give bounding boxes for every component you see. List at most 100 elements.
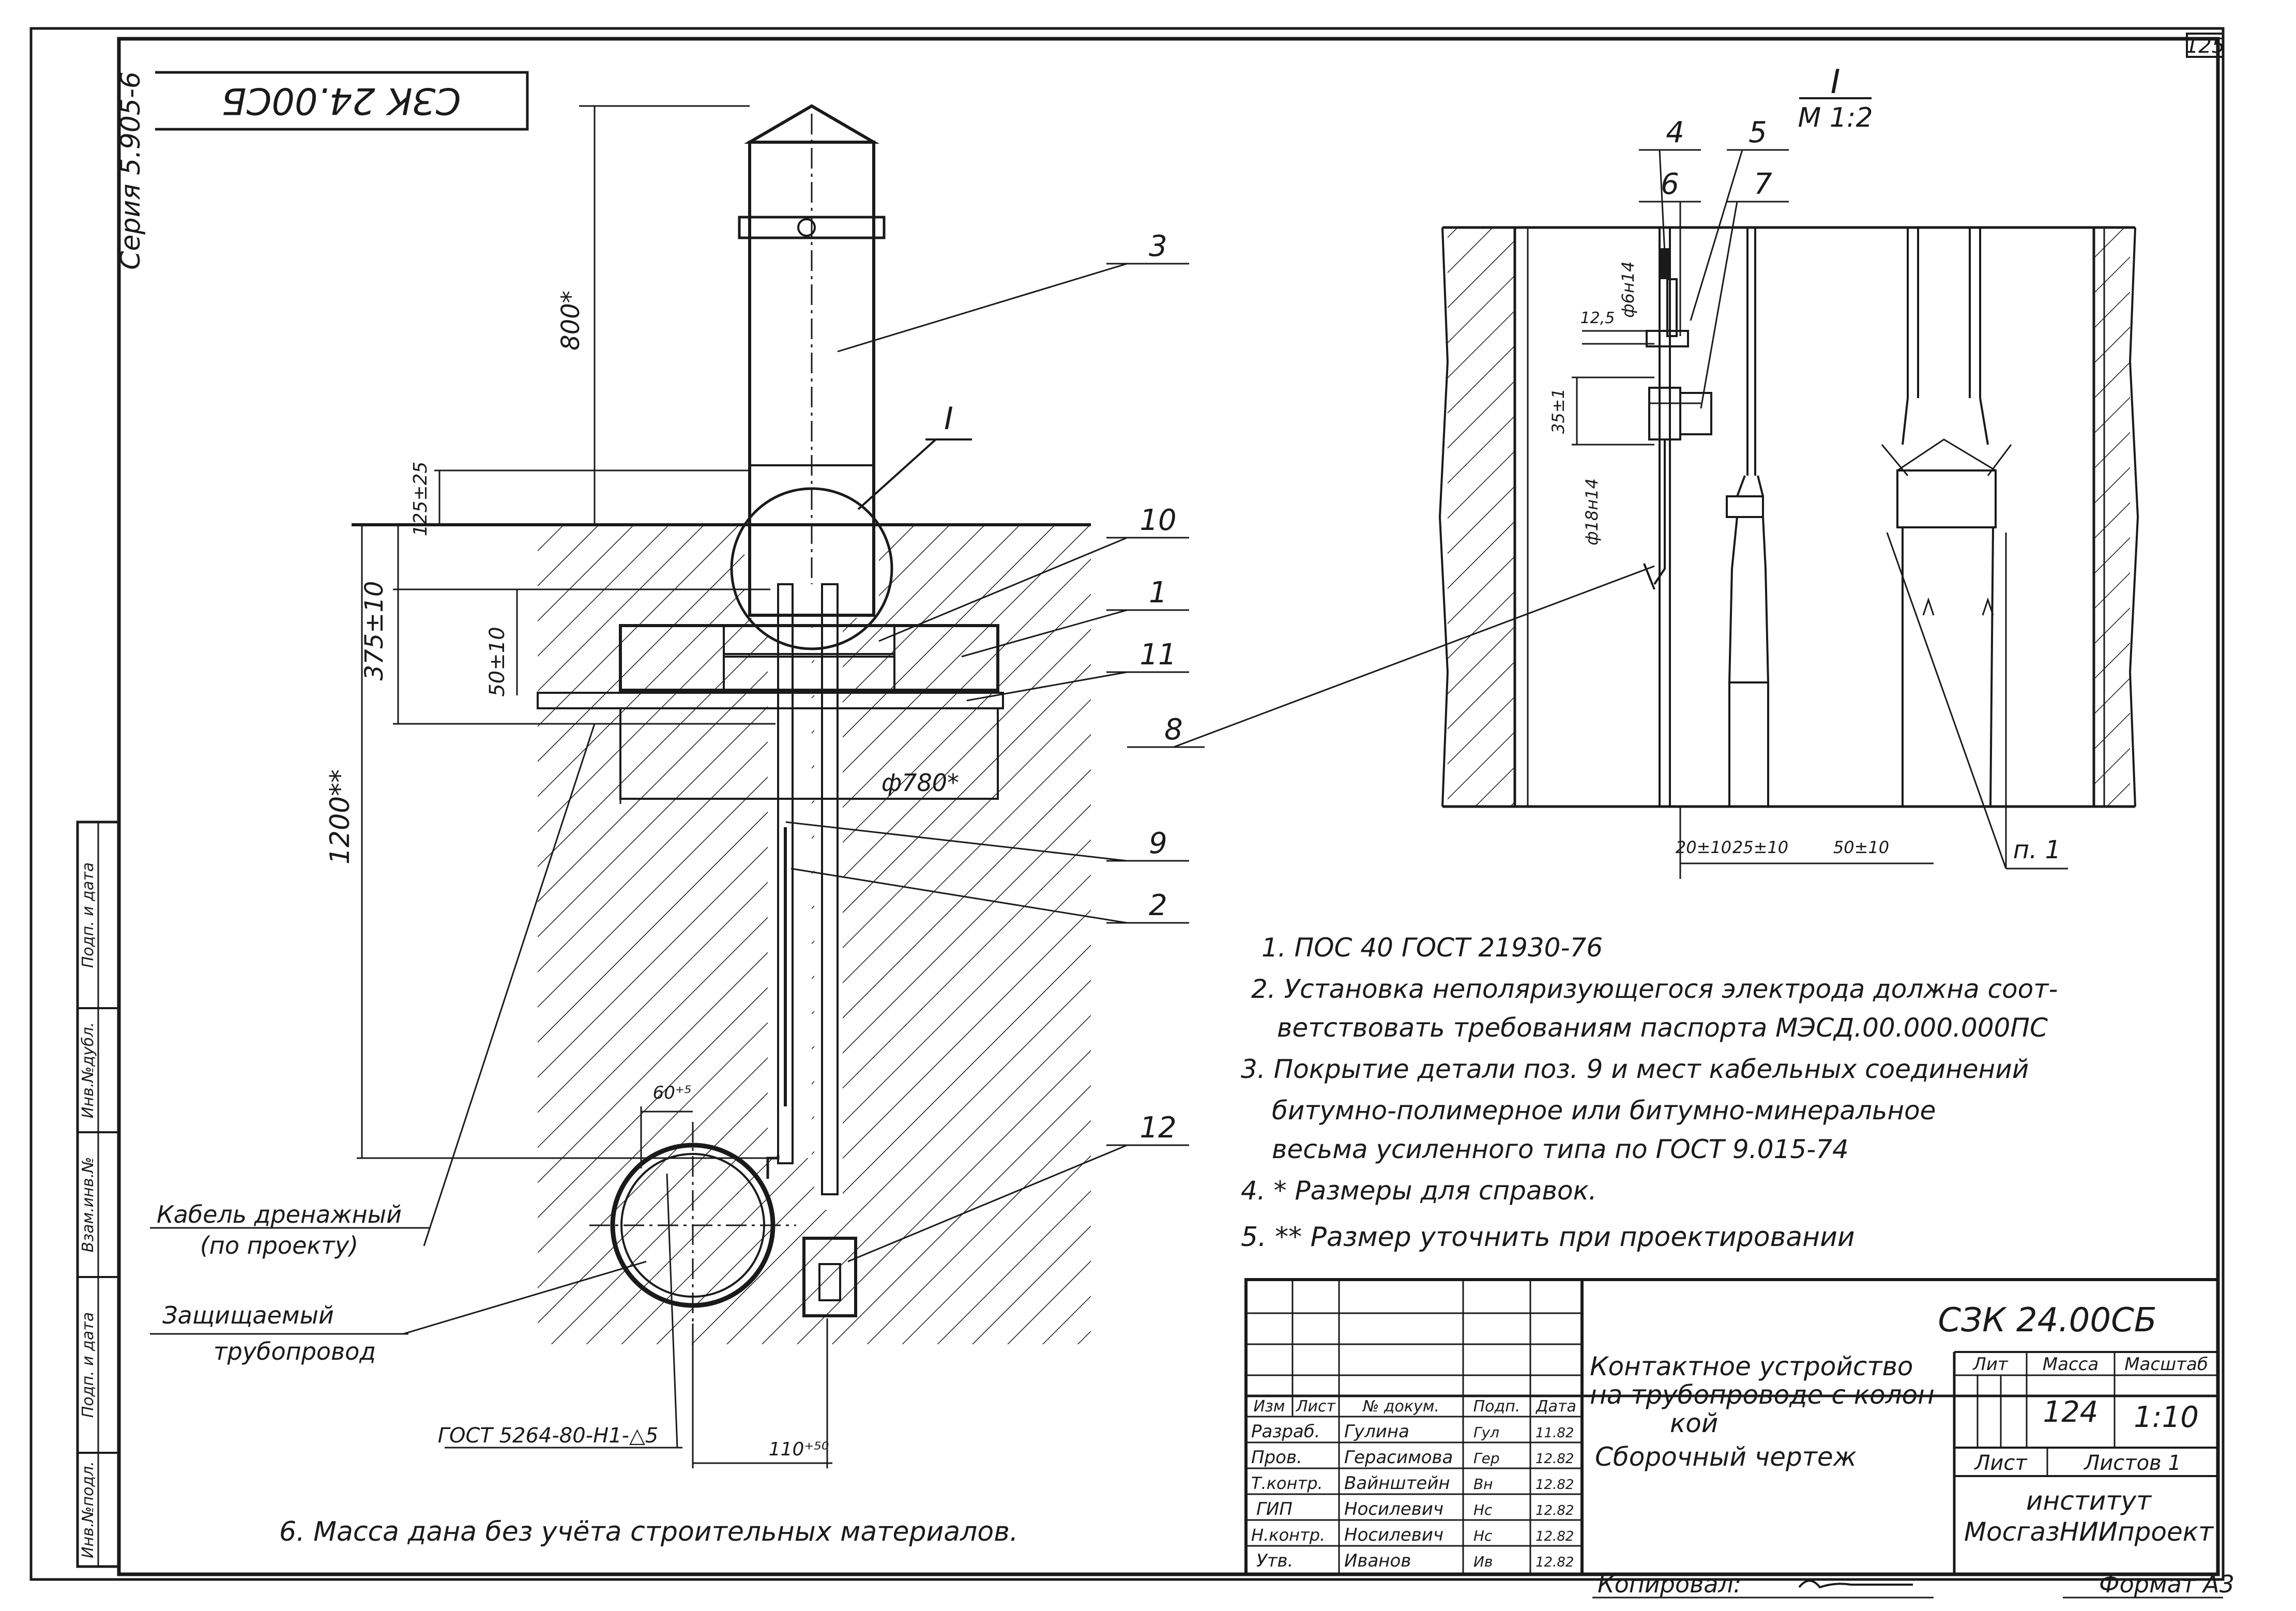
- callout-1: 1: [961, 576, 1189, 658]
- tb-date-0: 11.82: [1535, 1425, 1574, 1441]
- clamp-bolt-icon: [797, 218, 816, 237]
- inner-frame: [117, 37, 2220, 1576]
- protected-pipeline: [589, 1122, 796, 1329]
- gost-weld: ГОСТ 5264-80-Н1-△5: [438, 1424, 659, 1448]
- tb-col-list: Лист: [1296, 1397, 1336, 1416]
- tb-role-3: ГИП: [1256, 1499, 1293, 1519]
- tb-col-data: Дата: [1535, 1397, 1576, 1416]
- copied-by: Копировал:: [1598, 1570, 1741, 1598]
- stamp-inv-podl: Инв.№подл.: [79, 1461, 97, 1558]
- note-3b: битумно-полимерное или битумно-минеральн…: [1272, 1096, 1936, 1126]
- cable-label-1: Кабель дренажный: [157, 1200, 402, 1228]
- tb-name-0: Гулина: [1344, 1421, 1409, 1442]
- stamp-inv-dubl: Инв.№дубл.: [79, 1022, 97, 1118]
- callout-12: 12: [847, 1111, 1189, 1263]
- tb-col-podp: Подп.: [1473, 1397, 1520, 1416]
- tb-title-4: Сборочный чертеж: [1595, 1442, 1857, 1472]
- pipe-label-1: Защищаемый: [162, 1301, 334, 1329]
- tb-date-5: 12.82: [1535, 1555, 1574, 1570]
- note-1: 1. ПОС 40 ГОСТ 21930-76: [1261, 933, 1603, 963]
- tb-sign-5: Ив: [1473, 1553, 1493, 1570]
- svg-text:8: 8: [1164, 713, 1183, 747]
- svg-text:6: 6: [1661, 168, 1679, 201]
- svg-text:7: 7: [1754, 168, 1772, 201]
- tb-date-1: 12.82: [1535, 1451, 1574, 1467]
- svg-text:5: 5: [1748, 116, 1767, 149]
- detail-right-wall: [2094, 227, 2130, 807]
- tb-sheet: Лист: [1973, 1451, 2028, 1475]
- outer-frame: [29, 27, 2225, 1581]
- notes: 1. ПОС 40 ГОСТ 21930-76 2. Установка неп…: [1241, 933, 2058, 1253]
- detail-callout-6: 6: [1639, 168, 1701, 336]
- svg-text:12: 12: [1139, 1111, 1176, 1145]
- tb-title-3: кой: [1670, 1408, 1718, 1438]
- note-3c: весьма усиленного типа по ГОСТ 9.015-74: [1272, 1134, 1849, 1164]
- dim-800: 800*: [556, 291, 585, 351]
- callout-2: 2: [790, 868, 1189, 924]
- main-section-view: I 800* 125±25 375±10 50±10 1200** ф7: [150, 104, 1655, 1468]
- tb-name-4: Носилевич: [1344, 1525, 1443, 1545]
- callout-11: 11: [966, 638, 1189, 702]
- detail-dim-phi18: ф18ʜ14: [1582, 478, 1602, 545]
- detail-left-wall: [1448, 227, 1515, 807]
- dim-1200: 1200**: [325, 769, 356, 864]
- tb-col-dokum: № докум.: [1362, 1397, 1439, 1416]
- tb-sign-2: Вн: [1473, 1476, 1493, 1493]
- electrode-block: [802, 1237, 857, 1317]
- tb-sheets: Листов 1: [2083, 1451, 2181, 1475]
- dim-110: 110⁺⁵⁰: [769, 1439, 829, 1460]
- tb-name-2: Вайнштейн: [1344, 1473, 1450, 1494]
- mirrored-code: СЗК 24.00СБ: [222, 80, 461, 122]
- pipe-label-2: трубопровод: [214, 1338, 376, 1365]
- page-number-box: [2186, 33, 2224, 58]
- electrode-rod-2: [821, 583, 839, 1195]
- note-2b: ветствовать требованиям паспорта МЭСД.00…: [1277, 1013, 2048, 1043]
- dim-60: 60⁺⁵: [653, 1083, 692, 1103]
- detail-dim-b2: 25±10: [1732, 838, 1788, 857]
- detail-title: I: [1831, 63, 1841, 101]
- detail-dim-b3: 50±10: [1833, 838, 1889, 857]
- detail-callout-5: 5: [1690, 116, 1789, 321]
- detail-dim-125: 12,5: [1580, 309, 1615, 327]
- callout-9: 9: [785, 821, 1189, 862]
- tb-col-izm: Изм: [1253, 1397, 1285, 1416]
- stamp-vzam-inv: Взам.инв.№: [79, 1157, 97, 1253]
- detail-dim-phi6: ф6ʜ14: [1618, 261, 1638, 317]
- detail-scale: М 1:2: [1798, 102, 1873, 133]
- dim-375: 375±10: [360, 581, 389, 681]
- dim-phi780: ф780*: [881, 769, 959, 797]
- tb-name-5: Иванов: [1344, 1551, 1411, 1571]
- tb-sign-1: Гер: [1473, 1450, 1500, 1467]
- detail-dim-b1: 20±10: [1676, 838, 1731, 857]
- tb-title-1: Контактное устройство: [1590, 1351, 1913, 1381]
- tb-h-lit: Лит: [1972, 1354, 2009, 1375]
- stamp-podp-data-2: Подп. и дата: [79, 862, 97, 968]
- cable-label-2: (по проекту): [200, 1232, 358, 1259]
- tb-h-scale: Масштаб: [2124, 1354, 2208, 1375]
- tb-h-mass: Масса: [2043, 1354, 2099, 1375]
- svg-text:1: 1: [1149, 576, 1167, 610]
- detail-p1: п. 1: [2013, 835, 2061, 864]
- callout-10: 10: [878, 504, 1189, 642]
- copier-signature: [1798, 1579, 1913, 1589]
- tb-date-2: 12.82: [1535, 1477, 1574, 1493]
- tb-sign-0: Гул: [1473, 1424, 1499, 1441]
- callout-8: 8: [1127, 565, 1655, 748]
- section-ref-I: I: [944, 401, 953, 437]
- tb-sign-4: Нс: [1473, 1527, 1493, 1544]
- detail-dim-35: 35±1: [1548, 388, 1568, 434]
- mirrored-stamp: СЗК 24.00СБ: [155, 71, 529, 131]
- callout-3: 3: [837, 230, 1189, 353]
- tb-role-5: Утв.: [1256, 1551, 1293, 1571]
- left-stamp: Инв.№подл. Подп. и дата Взам.инв.№ Инв.№…: [76, 820, 120, 1568]
- note-4: 4. * Размеры для справок.: [1241, 1176, 1597, 1206]
- note-5: 5. ** Размер уточнить при проектировании: [1241, 1222, 1855, 1253]
- detail-callout-7: 7: [1700, 168, 1789, 409]
- dim-125: 125±25: [410, 462, 431, 537]
- svg-text:4: 4: [1666, 116, 1684, 149]
- tb-role-2: Т.контр.: [1251, 1473, 1323, 1493]
- dim-50: 50±10: [485, 627, 509, 696]
- svg-text:9: 9: [1149, 827, 1167, 860]
- page-number: 125: [2185, 34, 2225, 58]
